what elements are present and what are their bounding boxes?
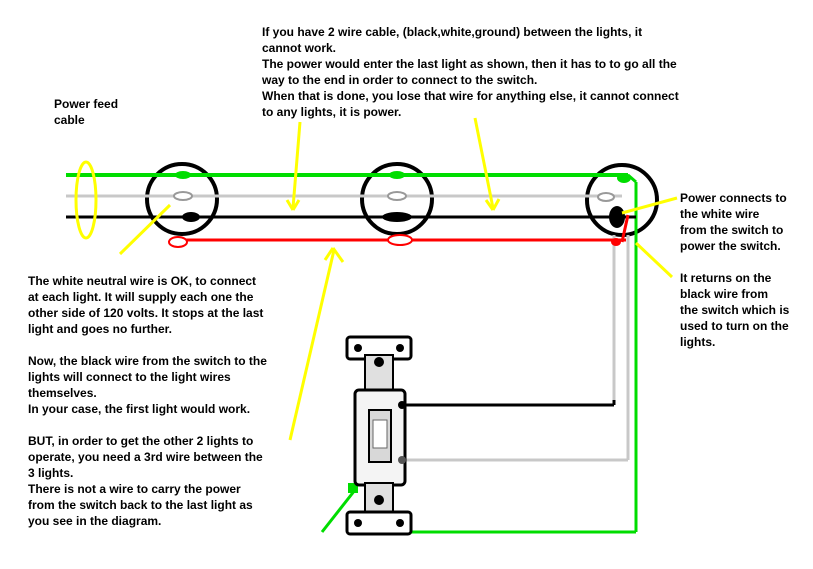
hot-connector-1	[182, 212, 200, 222]
switched-connector-1	[168, 236, 188, 248]
light-fixture-1-icon	[145, 162, 219, 236]
hot-wire	[66, 215, 636, 407]
two-wire-note-line-1: If you have 2 wire cable, (black,white,g…	[262, 25, 643, 55]
switched-connector-3	[611, 238, 621, 246]
two-wire-note-line-3: When that is done, you lose that wire fo…	[262, 89, 679, 119]
hot-connector-2	[382, 212, 412, 222]
switch-bottom-strap	[345, 510, 413, 536]
light-fixture-3-icon	[585, 163, 659, 237]
power-connects-text: Power connects to the white wire from th…	[680, 191, 787, 253]
switch-ground-screw	[348, 483, 358, 493]
power-feed-highlight	[74, 160, 98, 240]
light-fixture-2-icon	[360, 162, 434, 236]
returns-text: It returns on the black wire from the sw…	[680, 271, 790, 349]
light-fixture-3	[585, 163, 659, 237]
third-wire-explanation: BUT, in order to get the other 2 lights …	[28, 434, 263, 528]
ground-connector-3	[617, 173, 631, 183]
two-wire-note: If you have 2 wire cable, (black,white,g…	[262, 24, 679, 120]
power-feed-text: Power feed cable	[54, 97, 119, 127]
light-fixture-2	[360, 162, 434, 236]
ground-connector-2	[389, 171, 405, 179]
ground-connector-1	[175, 171, 191, 179]
power-connects-note: Power connects to the white wire from th…	[680, 190, 787, 254]
wall-switch	[345, 335, 413, 536]
explanation-note: The white neutral wire is OK, to connect…	[28, 273, 267, 529]
neutral-wire	[66, 194, 630, 462]
neutral-explanation: The white neutral wire is OK, to connect…	[28, 274, 264, 336]
hot-explanation: Now, the black wire from the switch to t…	[28, 354, 267, 416]
annotation-marks	[74, 117, 678, 441]
light-fixture-1	[145, 162, 219, 236]
neutral-connector-3	[597, 192, 615, 202]
returns-note: It returns on the black wire from the sw…	[680, 270, 789, 350]
switched-connector-2	[387, 234, 413, 246]
hot-connector-3	[609, 206, 625, 228]
two-wire-note-line-2: The power would enter the last light as …	[262, 57, 677, 87]
neutral-connector-1	[173, 191, 193, 201]
power-feed-label: Power feed cable	[54, 96, 118, 128]
neutral-connector-2	[387, 191, 407, 201]
